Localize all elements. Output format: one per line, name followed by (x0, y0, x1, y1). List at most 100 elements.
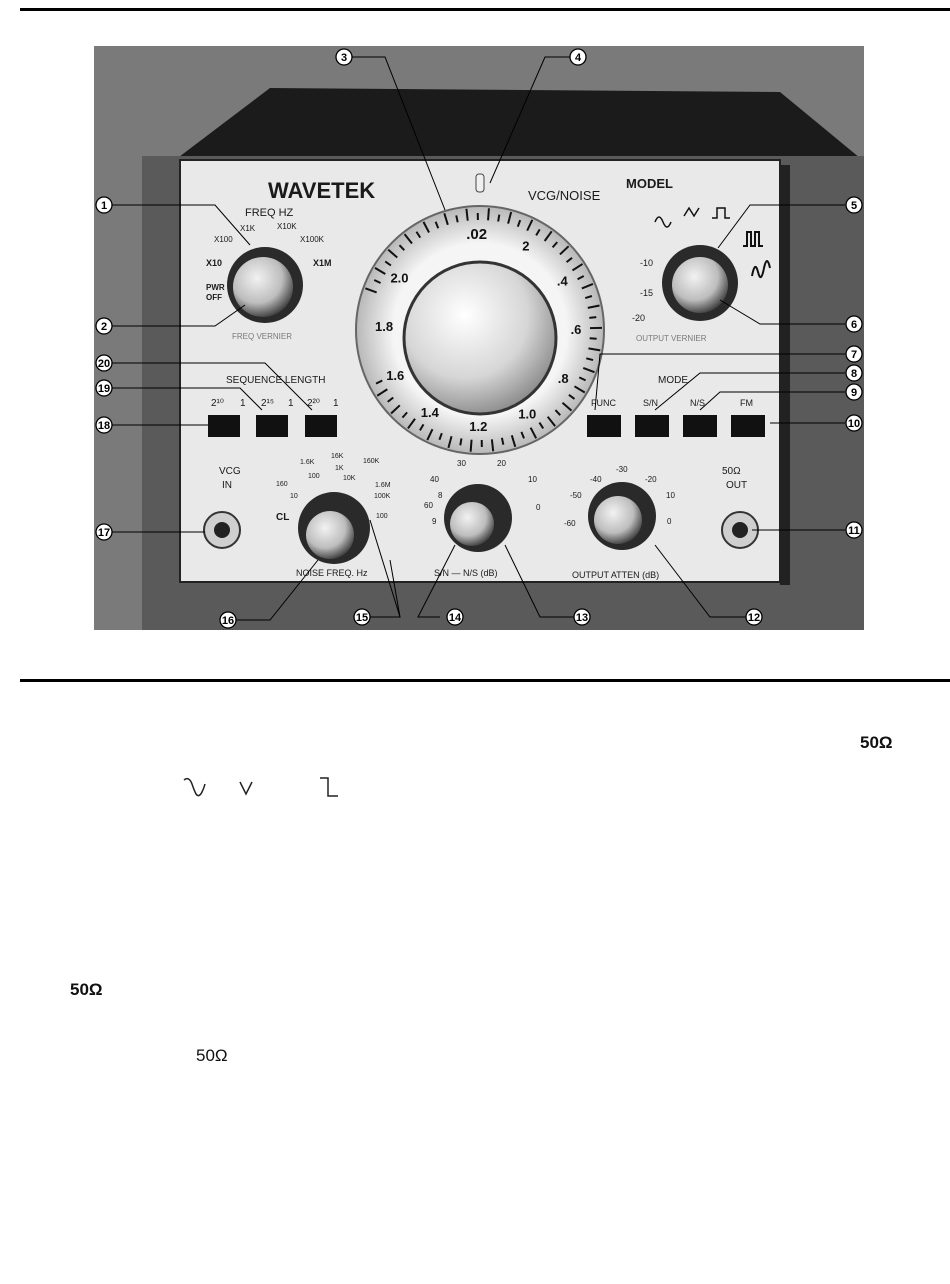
sequence-length-label: SEQUENCE LENGTH (226, 375, 325, 386)
dial-indicator (475, 173, 485, 193)
callout-circle (219, 611, 237, 629)
dial-tick (403, 233, 413, 245)
dial-tick (398, 244, 406, 251)
func-button[interactable] (587, 415, 621, 437)
noise-scale-label: 10K (343, 475, 356, 482)
mode-label: MODE (658, 375, 688, 386)
vernier-scale: -20 (632, 313, 645, 323)
dial-tick (497, 214, 501, 222)
dial-number: 1.8 (375, 319, 393, 334)
mode-button-label: N/S (690, 398, 705, 408)
off-label: OFF (206, 293, 222, 302)
callout-number: 19 (98, 383, 110, 395)
sn-scale-label: 8 (438, 491, 443, 500)
dial-tick (390, 404, 401, 415)
noise-scale-label: 1K (335, 465, 344, 472)
sn-button[interactable] (635, 415, 669, 437)
noise-scale-label: 100 (376, 513, 388, 520)
ns-button[interactable] (683, 415, 717, 437)
callout-number: 1 (101, 200, 107, 212)
callout-number: 17 (98, 527, 110, 539)
noise-scale-label: 100K (374, 493, 391, 500)
dial-tick (582, 367, 595, 374)
dial-number: 1.0 (518, 407, 536, 422)
sequence-value: 2²⁰ (307, 398, 320, 409)
dial-tick (551, 241, 558, 249)
cl-label: CL (276, 512, 289, 523)
sn-scale-label: 30 (457, 459, 466, 468)
out-label: 50Ω (722, 466, 741, 477)
callout-number: 4 (575, 52, 582, 64)
main-dial-knob[interactable] (402, 260, 558, 416)
sequence-value: 2¹⁰ (211, 398, 224, 409)
dial-number: .6 (571, 322, 582, 337)
sequence-value: 1 (288, 398, 294, 409)
atten-scale-label: -30 (616, 465, 628, 474)
dial-tick (415, 231, 422, 239)
callout-circle (95, 523, 113, 541)
output-atten-knob[interactable] (594, 496, 642, 544)
dial-tick (422, 221, 430, 233)
sn-ns-inner-knob[interactable] (450, 502, 494, 546)
fm-button[interactable] (731, 415, 765, 437)
callout-number: 6 (851, 319, 857, 331)
sine-wave-icon (183, 777, 206, 797)
dial-tick (387, 248, 398, 259)
range-label: X10 (206, 258, 222, 268)
dial-tick (490, 439, 495, 452)
seq-button-2-15[interactable] (256, 415, 288, 437)
seq-button-2-10[interactable] (208, 415, 240, 437)
callout-number: 2 (101, 321, 107, 333)
callout-circle (569, 48, 587, 66)
sn-scale-label: 0 (536, 503, 541, 512)
atten-scale-label: -60 (564, 519, 576, 528)
callout-number: 13 (576, 612, 588, 624)
dial-number: 2.0 (390, 271, 408, 286)
triangle-wave-icon (239, 781, 253, 796)
callout-leaders (112, 56, 845, 621)
ohm-symbol-left: 50Ω (70, 980, 103, 999)
mode-button-label: FM (740, 398, 753, 408)
callout-number: 9 (851, 387, 857, 399)
callout-circle (95, 416, 113, 434)
noise-scale-label: 1.6K (300, 459, 315, 466)
callout-circle (845, 364, 863, 382)
brand-logo: WAVETEK (268, 178, 375, 203)
output-vernier-knob[interactable] (672, 257, 728, 313)
range-label: X1M (313, 258, 332, 268)
seq-button-2-20[interactable] (305, 415, 337, 437)
output-vernier-label: OUTPUT VERNIER (636, 334, 707, 343)
noise-scale-label: 10 (290, 493, 298, 500)
callout-circle (573, 608, 591, 626)
callout-number: 7 (851, 349, 857, 361)
square-wave-icon (320, 777, 338, 797)
range-label: X1K (240, 224, 256, 233)
dial-tick (546, 416, 556, 427)
dial-tick (526, 219, 534, 232)
dial-number: 2 (522, 239, 529, 254)
callout-circle (845, 521, 863, 539)
sequence-value: 2¹⁵ (261, 398, 274, 409)
mode-button-label: FUNC (591, 398, 616, 408)
callout-circle (95, 354, 113, 372)
sequence-value: 1 (240, 398, 246, 409)
dial-tick (586, 357, 594, 362)
dial-tick (443, 213, 449, 226)
vcg-in-label: VCG (219, 466, 241, 477)
freq-hz-label: FREQ HZ (245, 207, 294, 219)
output-jack-center (732, 522, 748, 538)
noise-freq-inner-knob[interactable] (306, 511, 354, 559)
dial-tick (387, 396, 394, 403)
dial-tick (401, 411, 408, 419)
dial-tick (588, 347, 601, 352)
callout-circle (845, 383, 863, 401)
dial-number: 1.2 (469, 419, 487, 434)
callout-circle (446, 608, 464, 626)
cabinet-top (175, 88, 860, 160)
freq-range-knob[interactable] (233, 257, 293, 317)
callout-number: 3 (341, 52, 347, 64)
range-label: X100K (300, 235, 325, 244)
dial-tick (365, 287, 377, 294)
dial-tick (438, 432, 443, 441)
